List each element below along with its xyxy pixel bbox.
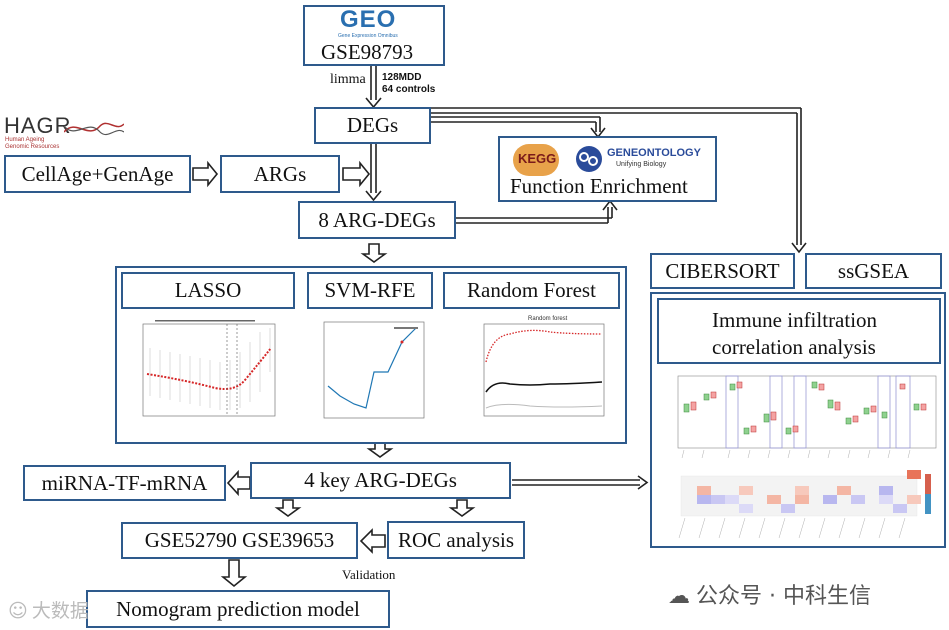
- function-enrichment-label: Function Enrichment: [510, 174, 688, 198]
- svm-rfe-box: SVM-RFE: [307, 272, 433, 309]
- kegg-logo: KEGG: [513, 144, 559, 176]
- geo-box: GEO Gene Expression Omnibus GSE98793: [303, 5, 445, 66]
- immune-title-box: Immune infiltration correlation analysis: [657, 298, 941, 364]
- wechat-icon: ☁: [668, 584, 690, 609]
- degs-box: DEGs: [314, 107, 431, 144]
- limma-label: limma: [330, 72, 366, 87]
- gene-ontology-title: GENEONTOLOGY: [607, 147, 701, 159]
- sample-count-mdd: 128MDD: [382, 72, 422, 83]
- watermark-chat-icon: ☺: [8, 600, 28, 622]
- dna-helix-icon: [64, 122, 124, 136]
- immune-title-line1: Immune infiltration: [712, 308, 878, 332]
- validation-label: Validation: [342, 567, 396, 582]
- watermark-left: ☺大数据: [8, 600, 89, 622]
- cibersort-box: CIBERSORT: [650, 253, 795, 289]
- random-forest-box: Random Forest: [443, 272, 620, 309]
- validation-datasets-box: GSE52790 GSE39653: [121, 522, 358, 559]
- ssgsea-box: ssGSEA: [805, 253, 942, 289]
- watermark-right: ☁公众号 · 中科生信: [668, 584, 871, 609]
- immune-title-line2: correlation analysis: [712, 335, 876, 359]
- geo-logo: GEO: [340, 6, 397, 33]
- hagr-logo: HAGR: [4, 113, 72, 138]
- mirna-tf-mrna-box: miRNA-TF-mRNA: [23, 465, 226, 501]
- random-forest-plot-title: Random forest: [528, 316, 568, 322]
- geo-dataset-label: GSE98793: [321, 40, 414, 64]
- function-enrichment-box: KEGG GENEONTOLOGY Unifying Biology Funct…: [498, 136, 717, 202]
- lasso-box: LASSO: [121, 272, 295, 309]
- geo-logo-subtitle: Gene Expression Omnibus: [338, 33, 398, 39]
- immune-boxplot: [677, 375, 937, 459]
- sample-count-controls: 64 controls: [382, 84, 436, 95]
- gene-ontology-subtitle: Unifying Biology: [616, 161, 667, 168]
- key-arg-degs-box: 4 key ARG-DEGs: [250, 462, 511, 499]
- svm-rfe-plot: [323, 321, 425, 419]
- hagr-subtitle-2: Genomic Resources: [5, 144, 60, 150]
- nomogram-box: Nomogram prediction model: [86, 590, 390, 628]
- correlation-heatmap: [678, 470, 931, 539]
- cellage-genage-box: CellAge+GenAge: [4, 155, 191, 193]
- lasso-cv-plot: [142, 320, 276, 417]
- gene-ontology-icon: [576, 146, 602, 172]
- random-forest-plot: Random forest: [483, 316, 605, 417]
- roc-analysis-box: ROC analysis: [387, 521, 525, 559]
- hagr-subtitle-1: Human Ageing: [5, 137, 45, 143]
- arg-degs-box: 8 ARG-DEGs: [298, 201, 456, 239]
- args-box: ARGs: [220, 155, 340, 193]
